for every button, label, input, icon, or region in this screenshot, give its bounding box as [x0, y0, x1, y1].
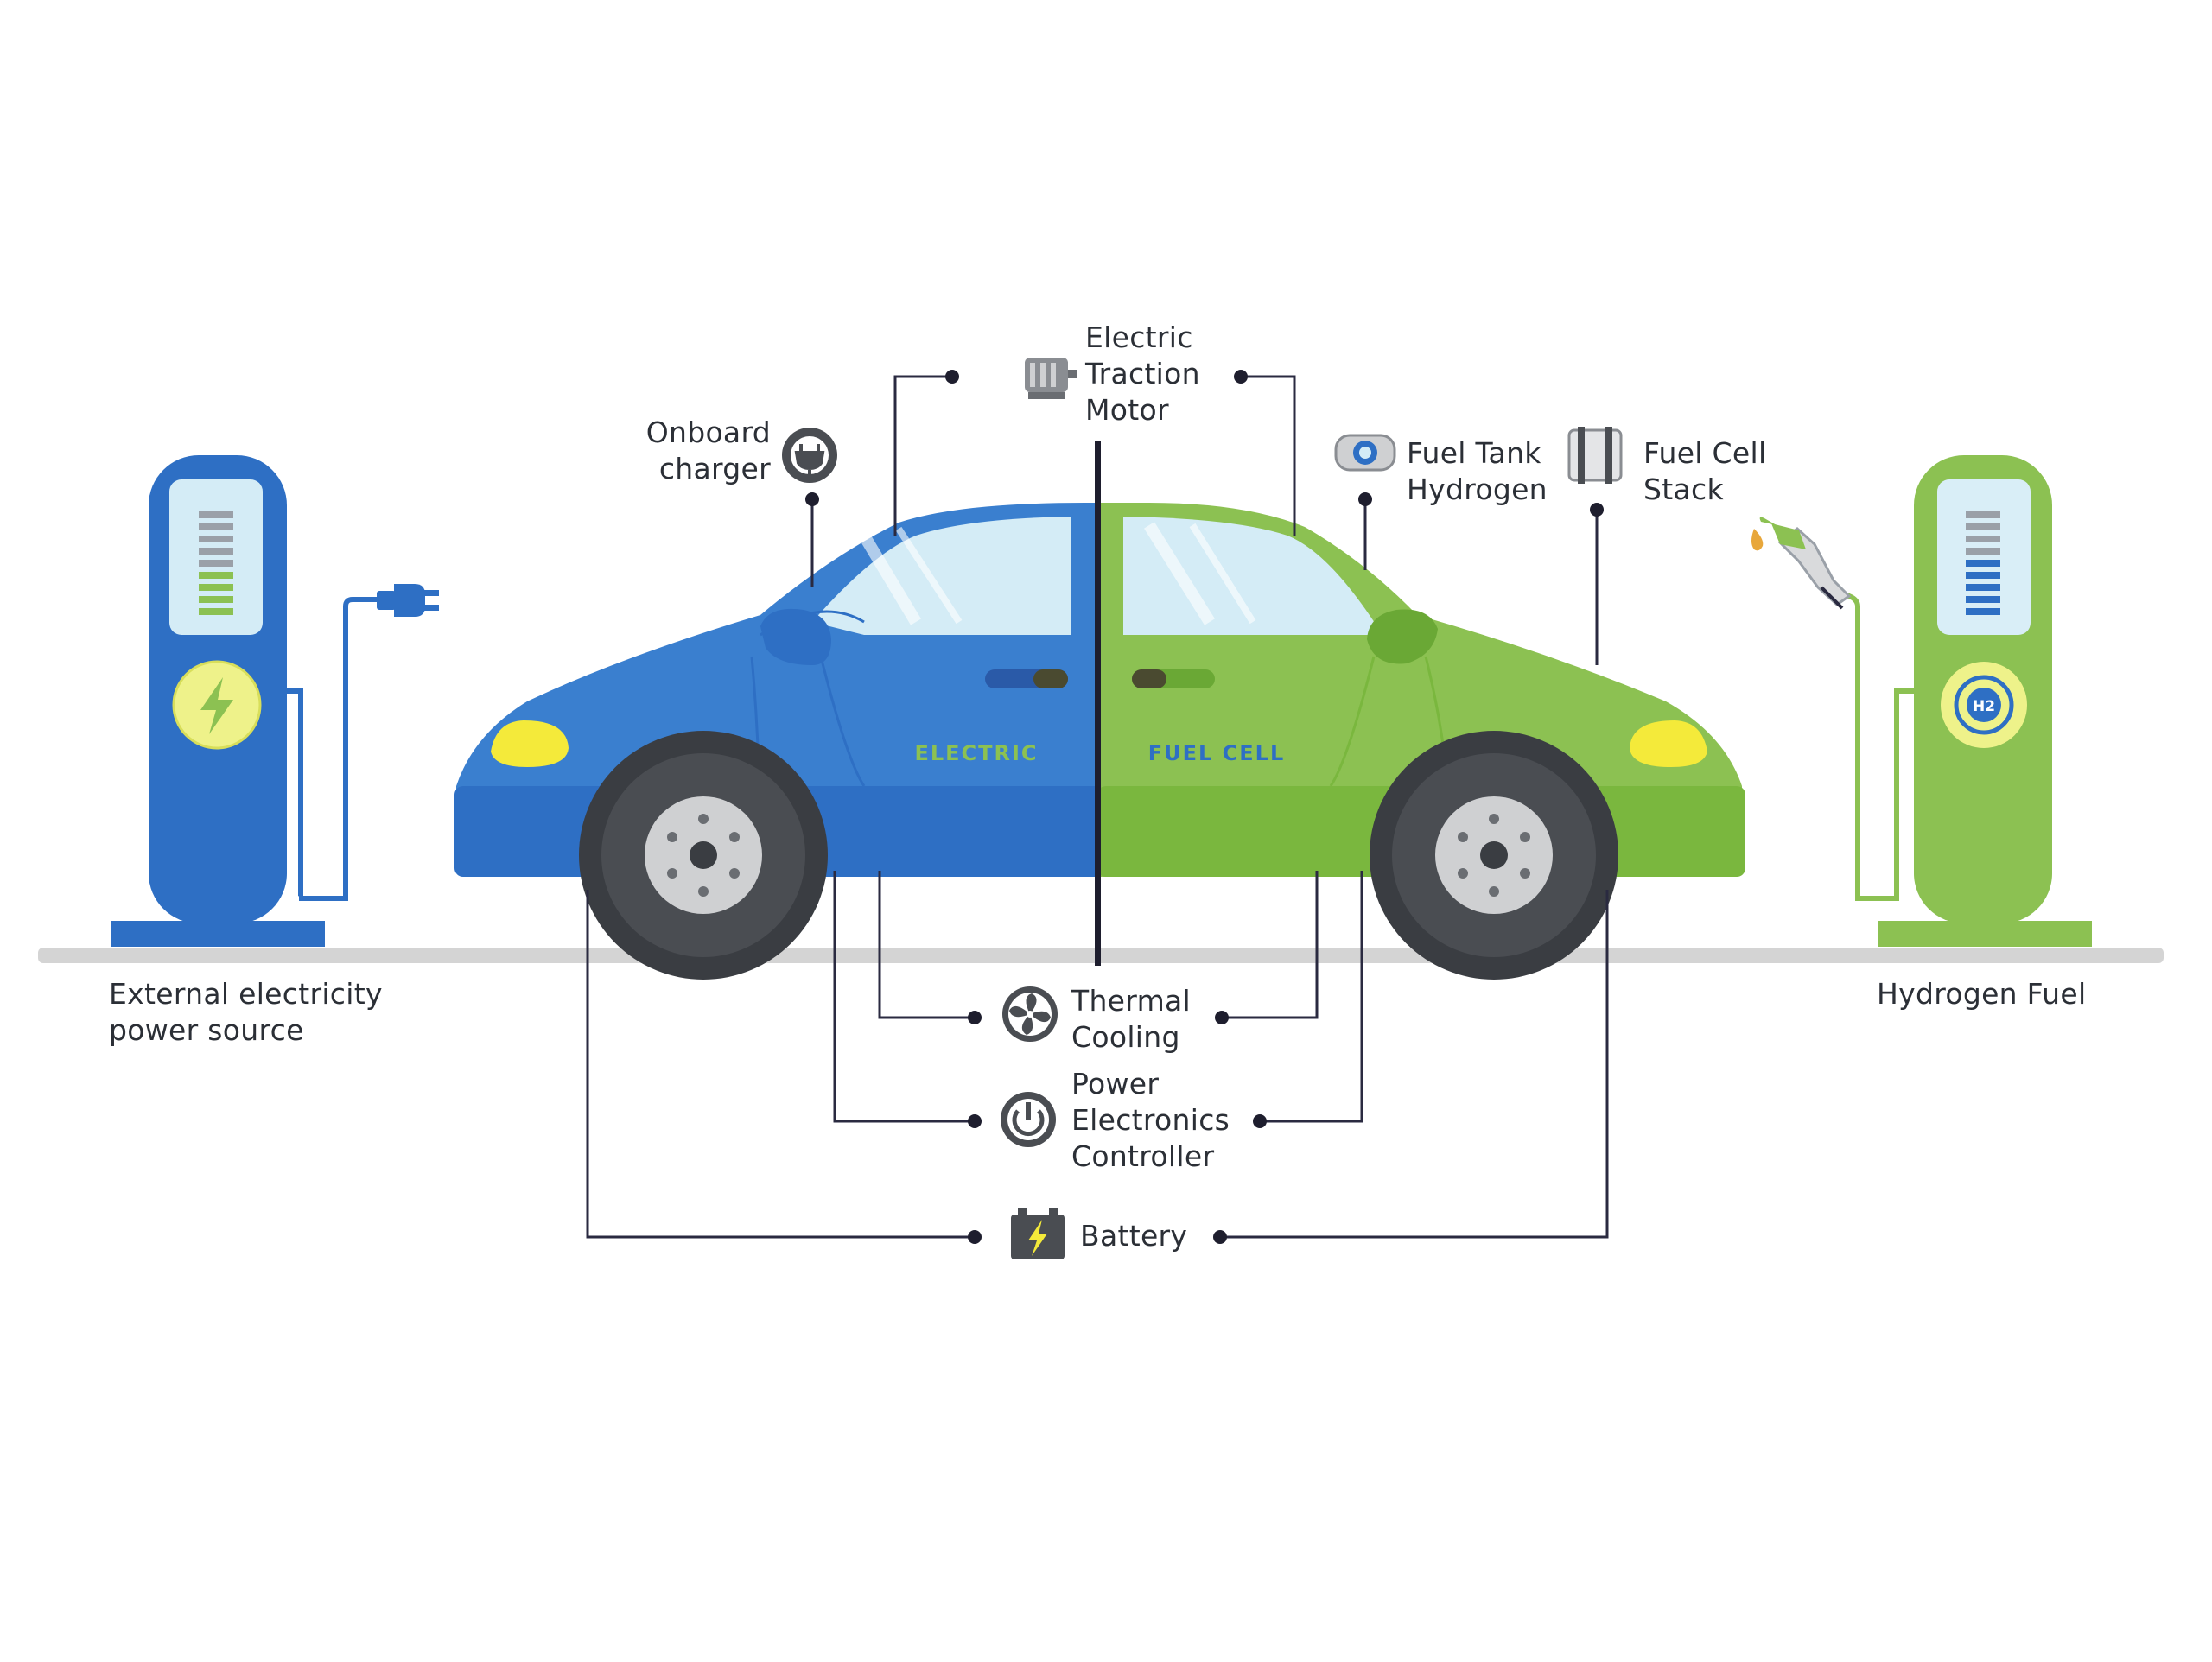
hydrogen-icon: H2	[1941, 662, 2027, 748]
car-electric-label: ELECTRIC	[914, 741, 1038, 765]
label-hydrogen-fuel: Hydrogen Fuel	[1877, 977, 2087, 1011]
battery-icon	[1011, 1208, 1065, 1259]
label-onboard-charger: Onboard charger	[645, 416, 771, 485]
lightning-icon	[172, 660, 262, 750]
leader-lines	[586, 375, 1609, 1239]
headlight-left	[491, 720, 569, 767]
onboard-charger-icon	[782, 428, 837, 483]
power-icon	[1001, 1092, 1056, 1147]
label-fuel-cell-stack: Fuel Cell Stack	[1643, 436, 1767, 506]
plug-icon	[377, 584, 439, 617]
fuel-tank-icon	[1334, 434, 1396, 472]
fuel-level-indicator	[1966, 511, 2000, 615]
fuel-cell-stack-icon	[1567, 427, 1623, 484]
label-thermal-cooling: Thermal Cooling	[1071, 984, 1191, 1054]
car-fuel-cell-label: FUEL CELL	[1148, 741, 1286, 765]
hydrogen-fuel-station: H2	[1751, 455, 2092, 947]
label-battery: Battery	[1080, 1219, 1188, 1253]
label-power-electronics-controller: Power Electronics Controller	[1071, 1067, 1230, 1173]
label-fuel-tank-hydrogen: Fuel Tank Hydrogen	[1407, 436, 1548, 506]
fuel-nozzle-icon	[1751, 517, 1852, 610]
fan-icon	[1002, 986, 1058, 1042]
electric-charging-station	[111, 455, 439, 947]
front-wheel	[579, 731, 828, 980]
center-divider	[1095, 441, 1101, 966]
rear-wheel	[1370, 731, 1618, 980]
side-mirror-left	[760, 608, 831, 665]
motor-icon	[1025, 358, 1077, 399]
headlight-right	[1630, 720, 1707, 767]
side-mirror-right	[1367, 609, 1438, 664]
label-electric-traction-motor: Electric Traction Motor	[1085, 320, 1200, 427]
h2-symbol: H2	[1973, 698, 1995, 715]
charge-level-indicator	[199, 511, 233, 615]
label-external-power-source: External electricity power source	[109, 977, 383, 1047]
leader-dots	[805, 370, 1604, 1244]
